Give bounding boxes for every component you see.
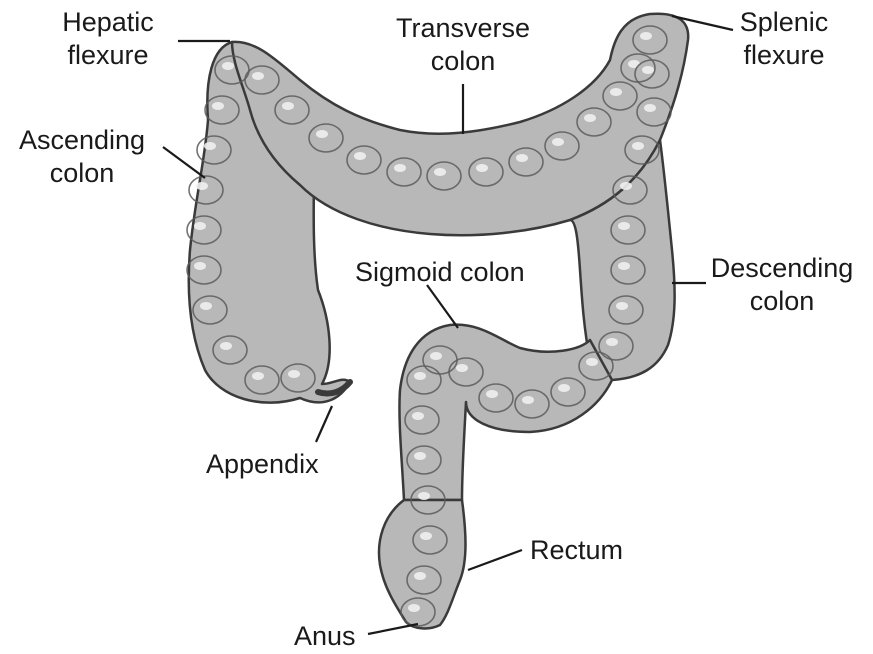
haustrum-highlight (282, 102, 294, 110)
haustrum-highlight (200, 302, 212, 310)
haustrum-highlight (558, 384, 570, 392)
haustrum-highlight (486, 390, 498, 398)
sigmoid-colon (399, 325, 612, 500)
label-sigmoid-colon: Sigmoid colon (355, 256, 525, 289)
leader-anus (368, 624, 418, 634)
haustrum-highlight (610, 88, 622, 96)
haustrum-highlight (620, 182, 632, 190)
haustrum-highlight (412, 412, 424, 420)
label-appendix: Appendix (206, 448, 319, 481)
haustrum-highlight (394, 164, 406, 172)
haustrum-highlight (586, 358, 598, 366)
haustrum-highlight (522, 396, 534, 404)
leader-sigmoid-colon (427, 285, 458, 328)
haustrum-highlight (418, 492, 430, 500)
haustrum-highlight (252, 372, 264, 380)
haustrum-highlight (640, 32, 652, 40)
haustrum-highlight (584, 114, 596, 122)
haustrum-highlight (606, 338, 618, 346)
haustrum-highlight (618, 222, 630, 230)
leader-rectum (468, 550, 522, 570)
haustrum-highlight (414, 372, 426, 380)
haustrum-highlight (516, 154, 528, 162)
label-anus: Anus (294, 620, 356, 653)
leader-ascending-colon (163, 147, 205, 178)
haustrum-highlight (414, 572, 426, 580)
haustrum-highlight (456, 364, 468, 372)
haustrum-highlight (414, 452, 426, 460)
label-rectum: Rectum (530, 534, 623, 567)
haustrum-highlight (222, 62, 234, 70)
haustrum-highlight (618, 262, 630, 270)
haustrum-highlight (212, 102, 224, 110)
haustrum-highlight (196, 182, 208, 190)
haustrum-highlight (552, 138, 564, 146)
haustrum-highlight (420, 532, 432, 540)
haustrum-highlight (434, 168, 446, 176)
haustrum-highlight (204, 142, 216, 150)
haustrum-highlight (194, 222, 206, 230)
haustrum-highlight (354, 152, 366, 160)
haustrum-highlight (288, 370, 300, 378)
haustrum-highlight (476, 164, 488, 172)
rectum (379, 500, 466, 628)
leader-appendix (316, 406, 332, 442)
haustrum-highlight (644, 104, 656, 112)
haustrum-highlight (220, 342, 232, 350)
haustrum-highlight (430, 352, 442, 360)
haustrum-highlight (252, 72, 264, 80)
haustrum-highlight (408, 604, 420, 612)
haustrum-highlight (632, 142, 644, 150)
haustrum-highlight (194, 262, 206, 270)
haustrum-highlight (642, 66, 654, 74)
haustrum-highlight (616, 302, 628, 310)
haustrum-highlight (316, 130, 328, 138)
